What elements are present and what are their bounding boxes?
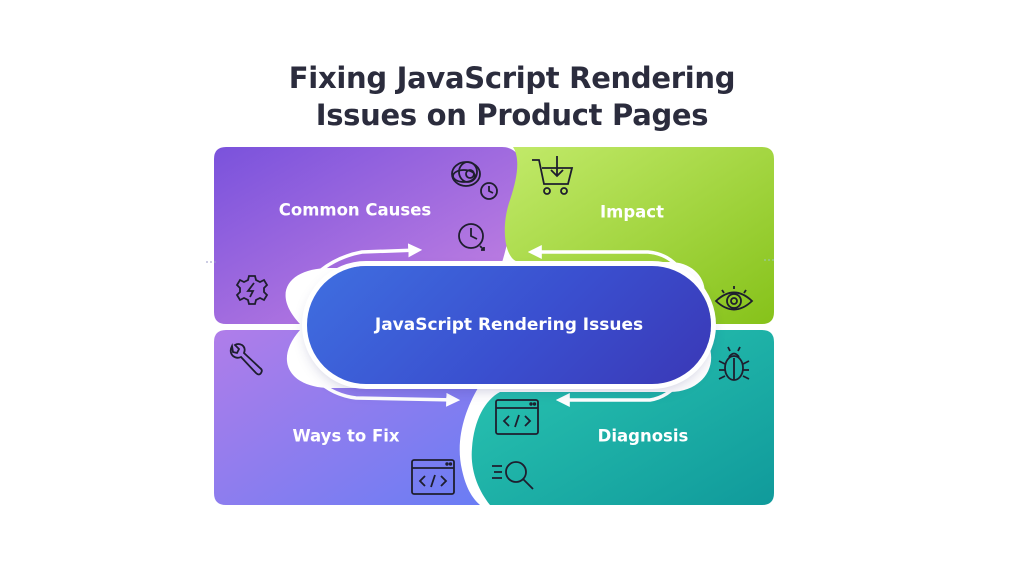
quadrant-ways-to-fix-shape	[214, 330, 480, 505]
center-node: JavaScript Rendering Issues	[307, 266, 711, 384]
quadrant-diagnosis-shape	[471, 330, 774, 505]
code-window-icon	[410, 458, 456, 496]
clock-icon	[478, 180, 500, 202]
label-common-causes: Common Causes	[278, 200, 432, 220]
tangled-icon	[448, 156, 492, 196]
label-ways-to-fix: Ways to Fix	[292, 426, 400, 446]
arrow-top-left	[291, 243, 423, 310]
stopwatch-icon	[454, 218, 490, 254]
arrow-bottom-left	[291, 337, 461, 407]
label-diagnosis: Diagnosis	[597, 426, 689, 446]
page-title: Fixing JavaScript Rendering Issues on Pr…	[212, 60, 812, 134]
cart-download-icon	[530, 154, 574, 198]
title-line-1: Fixing JavaScript Rendering	[288, 61, 736, 95]
title-line-2: Issues on Product Pages	[315, 98, 709, 132]
quadrant-common-causes-shape	[214, 147, 525, 324]
bug-icon	[716, 344, 752, 384]
code-window-icon	[494, 398, 540, 436]
magnifier-icon	[490, 456, 538, 496]
wrench-icon	[226, 342, 266, 382]
center-label: JavaScript Rendering Issues	[374, 315, 644, 335]
gear-icon	[234, 272, 270, 308]
quadrant-impact-shape	[504, 147, 774, 324]
label-impact: Impact	[600, 202, 664, 222]
eye-icon	[714, 286, 754, 316]
